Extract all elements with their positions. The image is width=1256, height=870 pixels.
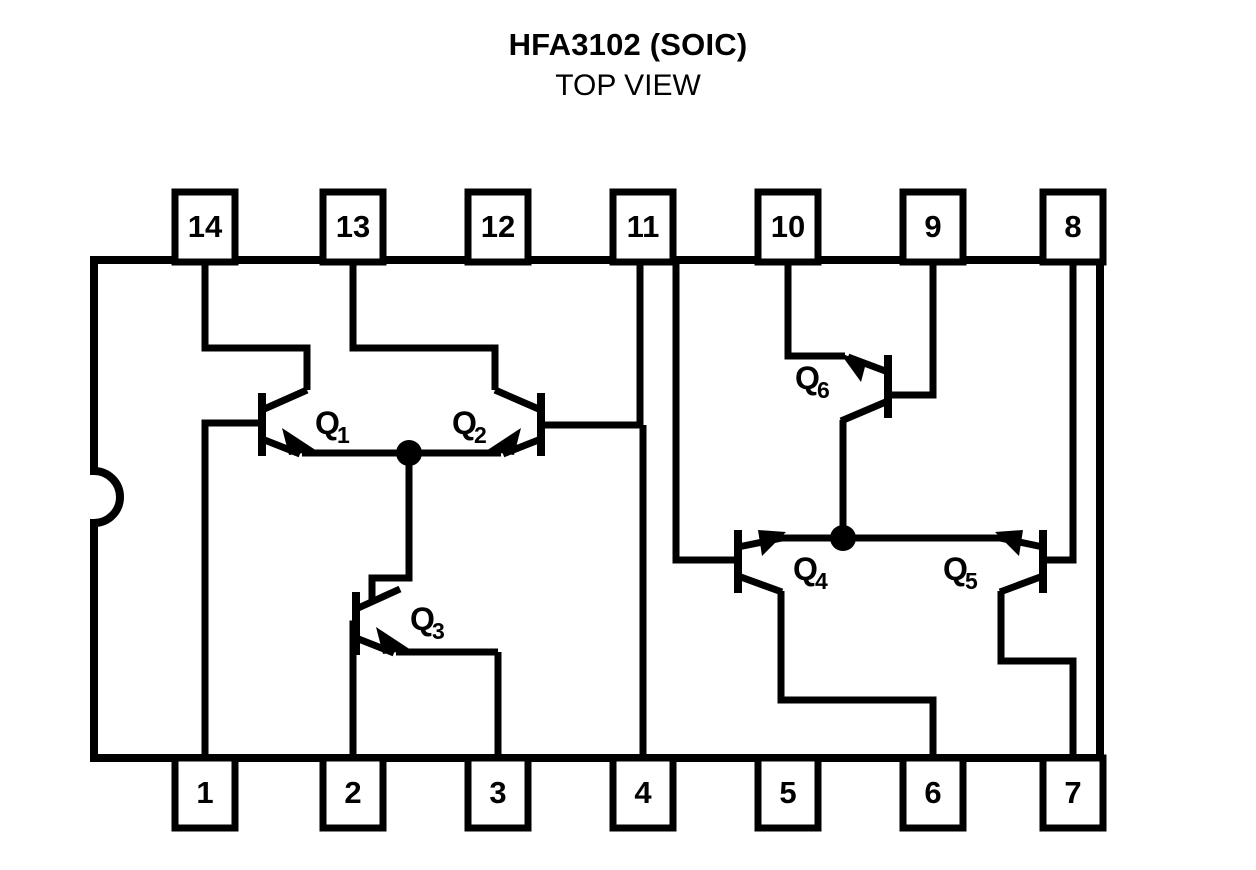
pin-7[interactable]: 7 (1039, 754, 1107, 832)
q6-emitter-arrow (840, 353, 866, 382)
pin-13[interactable]: 13 (319, 188, 387, 266)
pin-13-label: 13 (336, 209, 370, 244)
transistor-q1 (258, 386, 409, 458)
pin-11[interactable]: 11 (609, 188, 677, 266)
top-pin-boxes: 14 13 12 11 10 9 (171, 188, 1107, 266)
transistor-q2 (409, 386, 545, 458)
q4-label: Q (793, 551, 818, 587)
pin-8[interactable]: 8 (1039, 188, 1107, 266)
junction-dot-q1q2-emitters (396, 440, 422, 466)
pin-9-label: 9 (924, 209, 941, 244)
q2-label-index: 2 (474, 422, 487, 448)
pin-8-label: 8 (1064, 209, 1081, 244)
ic-body-outline (90, 256, 1104, 762)
junction-dot-q4q5-emitters (830, 525, 856, 551)
wire-pin10-q6-emitter (784, 260, 845, 360)
wire-pin8-q5-base (1043, 260, 1077, 564)
page-title: HFA3102 (SOIC) (508, 27, 748, 62)
pin-14[interactable]: 14 (171, 188, 239, 266)
q4-label-index: 4 (815, 568, 828, 594)
q3-emitter-arrow (376, 627, 411, 654)
q2-label: Q (452, 405, 477, 441)
q6-label: Q (795, 360, 820, 396)
pin-4-label: 4 (634, 775, 652, 810)
pin-4[interactable]: 4 (609, 754, 677, 832)
transistor-q6 (839, 353, 892, 425)
pin-3-label: 3 (489, 775, 506, 810)
q6-label-index: 6 (817, 377, 830, 403)
q5-label-index: 5 (965, 568, 978, 594)
pin-6-label: 6 (924, 775, 941, 810)
pin-9[interactable]: 9 (899, 188, 967, 266)
pin-5[interactable]: 5 (754, 754, 822, 832)
wire-q2-base-to-pin11 (541, 260, 644, 429)
pin-1[interactable]: 1 (171, 754, 239, 832)
q3-label: Q (410, 601, 435, 637)
wire-pin13-q2-collector (349, 260, 499, 390)
q1-label-index: 1 (337, 422, 350, 448)
q5-label: Q (943, 551, 968, 587)
pin-1-label: 1 (196, 775, 213, 810)
pin-12-label: 12 (481, 209, 515, 244)
wire-q5-collector-to-pin7 (997, 591, 1077, 758)
pin-5-label: 5 (779, 775, 796, 810)
pin-12[interactable]: 12 (464, 188, 532, 266)
pin-6[interactable]: 6 (899, 754, 967, 832)
q1-emitter-arrow (282, 428, 317, 455)
pin-2[interactable]: 2 (319, 754, 387, 832)
view-subtitle: TOP VIEW (555, 68, 701, 102)
pin-10[interactable]: 10 (754, 188, 822, 266)
q5-emitter-arrow (995, 530, 1023, 556)
wire-q4-collector-to-pin6 (777, 591, 937, 758)
diagram-title-block: HFA3102 (SOIC) TOP VIEW (0, 0, 1256, 104)
q1-label: Q (315, 405, 340, 441)
pin-7-label: 7 (1064, 775, 1081, 810)
q4-emitter-arrow (758, 530, 786, 556)
bottom-pin-boxes: 1 2 3 4 5 6 7 (171, 754, 1107, 832)
pin-3[interactable]: 3 (464, 754, 532, 832)
transistor-q4 (734, 530, 843, 596)
pin-10-label: 10 (771, 209, 805, 244)
pin-14-label: 14 (188, 209, 223, 244)
wire-pin1-q1-base (201, 419, 262, 758)
wire-pin11-q4-base (672, 260, 738, 564)
wire-pin9-q6-base (888, 260, 937, 399)
pin-2-label: 2 (344, 775, 361, 810)
wire-q1q2-emitter-tail (368, 453, 413, 600)
wire-pin14-q1-collector (201, 260, 311, 390)
wire-q3-base-to-pin2 (349, 620, 357, 758)
q2-emitter-arrow (486, 428, 521, 455)
pin-11-label: 11 (627, 209, 660, 244)
q3-label-index: 3 (432, 618, 445, 644)
